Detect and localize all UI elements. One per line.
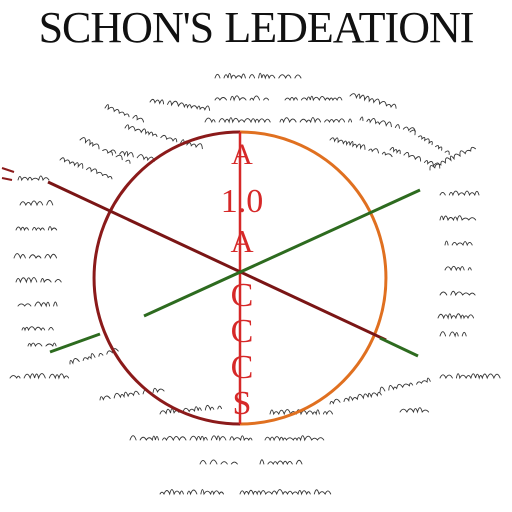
scribble-text xyxy=(124,124,203,150)
scribble-text xyxy=(214,72,302,80)
scribble-text xyxy=(265,436,328,440)
title-part-1: SCHON'S xyxy=(38,3,215,52)
scribble-text xyxy=(439,373,501,380)
page-title: SCHON'S LEDEATIONI xyxy=(0,2,512,54)
scribble-text xyxy=(284,95,343,102)
scribble-text xyxy=(239,489,332,496)
scribble-text xyxy=(440,216,480,220)
scribble-text xyxy=(59,157,113,180)
scribble-text xyxy=(409,129,450,156)
scribble-text xyxy=(160,490,228,494)
scribble-text xyxy=(389,147,441,169)
scribble-text xyxy=(379,377,431,393)
scribble-text xyxy=(437,313,475,320)
circle-left-half xyxy=(92,130,241,426)
scribble-text xyxy=(28,343,60,346)
scribble-text xyxy=(214,95,270,102)
scribble-text xyxy=(104,104,144,123)
scribble-text xyxy=(69,348,119,365)
center-letter-c2: C xyxy=(231,313,254,350)
illegible-annotations xyxy=(9,72,501,496)
green-diagonal-line xyxy=(143,188,421,318)
scribble-text xyxy=(400,408,433,412)
center-letter-c3: C xyxy=(231,349,254,386)
circle-right-half xyxy=(239,130,388,426)
scribble-text xyxy=(330,136,397,158)
scribble-text xyxy=(439,190,480,197)
scribble-text xyxy=(17,301,58,308)
center-letter-c1: C xyxy=(231,277,254,314)
title-part-2: LEDEATIONI xyxy=(224,3,474,52)
scribble-text xyxy=(200,460,241,464)
left-tick-1 xyxy=(1,167,15,173)
scribble-text xyxy=(189,435,253,442)
scribble-text xyxy=(439,290,476,297)
scribble-text xyxy=(205,118,274,122)
scribble-text xyxy=(360,116,420,133)
scribble-text xyxy=(99,387,165,401)
scribble-text xyxy=(444,265,472,272)
scribble-text xyxy=(9,373,70,380)
scribble-text xyxy=(149,98,211,111)
scribble-text xyxy=(429,146,476,171)
scribble-text xyxy=(79,137,131,164)
scribble-text xyxy=(20,201,57,206)
scribble-text xyxy=(445,241,476,245)
scribble-text xyxy=(259,459,303,466)
scribble-text xyxy=(440,332,470,336)
scribble-text xyxy=(129,435,187,442)
dark-diagonal-line xyxy=(47,180,387,342)
scribble-text xyxy=(15,226,58,232)
scribble-text xyxy=(21,326,54,332)
center-letter-s: S xyxy=(233,385,252,422)
scribble-text xyxy=(279,117,353,124)
scribble-text xyxy=(329,391,382,405)
scribble-text xyxy=(17,175,50,182)
scribble-text xyxy=(109,149,155,162)
center-letter-top: A xyxy=(231,138,253,171)
left-tick-2 xyxy=(1,177,13,181)
scribble-text xyxy=(15,277,62,284)
green-lower-right-line xyxy=(379,336,419,358)
center-letter-middle: 1.0 xyxy=(221,183,264,220)
scribble-text xyxy=(13,253,58,260)
scribble-text xyxy=(349,93,397,109)
green-lower-left-line xyxy=(49,332,101,354)
center-letter-lower: A xyxy=(230,223,253,259)
